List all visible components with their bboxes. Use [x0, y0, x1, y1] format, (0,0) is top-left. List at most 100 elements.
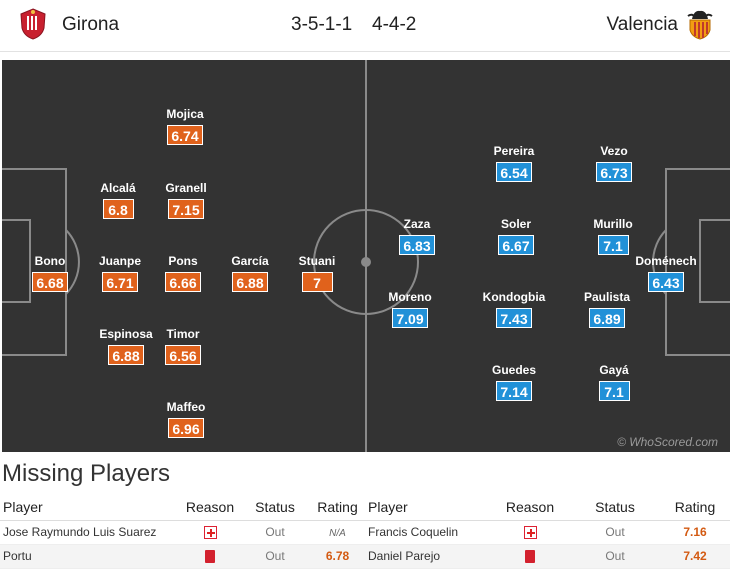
reason-cell	[180, 520, 240, 545]
missing-players-table: Player Reason Status Rating Player Reaso…	[0, 494, 730, 569]
player-marker[interactable]: Alcalá 6.8	[82, 181, 154, 220]
reason-cell	[490, 520, 570, 545]
injury-icon	[523, 526, 537, 540]
girona-crest-icon[interactable]	[19, 8, 47, 40]
player-rating: 7.15	[168, 199, 204, 219]
player-rating: 7.09	[392, 308, 428, 328]
home-formation: 3-5-1-1	[291, 14, 353, 35]
table-row: Jose Raymundo Luis Suarez Out N/A Franci…	[0, 520, 730, 545]
player-name: Pereira	[493, 144, 535, 158]
missing-players-title: Missing Players	[2, 460, 171, 487]
rating-value: 6.78	[325, 549, 350, 563]
player-marker[interactable]: Juanpe 6.71	[84, 254, 156, 293]
match-header: Girona 3-5-1-1 4-4-2 Valencia	[0, 0, 730, 52]
player-marker[interactable]: Granell 7.15	[150, 181, 222, 220]
player-name: Juanpe	[98, 254, 141, 268]
player-marker[interactable]: Mojica 6.74	[149, 107, 221, 146]
player-rating: 7.1	[598, 381, 630, 401]
player-name: Kondogbia	[482, 290, 546, 304]
player-rating: 6.71	[102, 272, 138, 292]
player-marker[interactable]: Paulista 6.89	[571, 290, 643, 329]
player-marker[interactable]: Vezo 6.73	[578, 144, 650, 183]
injury-icon	[203, 526, 217, 540]
player-marker[interactable]: Maffeo 6.96	[150, 400, 222, 439]
home-team-name[interactable]: Girona	[62, 14, 120, 35]
player-marker[interactable]: Timor 6.56	[147, 327, 219, 366]
player-name: Bono	[34, 254, 66, 268]
table-header-row: Player Reason Status Rating Player Reaso…	[0, 494, 730, 521]
player-name: Timor	[166, 327, 200, 341]
column-header: Player	[365, 494, 490, 521]
player-rating: 6.88	[232, 272, 268, 292]
player-marker[interactable]: Bono 6.68	[14, 254, 86, 293]
player-name: Vezo	[600, 144, 628, 158]
player-rating: 6.96	[168, 418, 204, 438]
player-marker[interactable]: Moreno 7.09	[374, 290, 446, 329]
player-marker[interactable]: Murillo 7.1	[577, 217, 649, 256]
player-marker[interactable]: Pereira 6.54	[478, 144, 550, 183]
player-name: Doménech	[635, 254, 697, 268]
player-marker[interactable]: Guedes 7.14	[478, 363, 550, 402]
red-card-icon	[205, 550, 215, 564]
player-rating: 6.56	[165, 345, 201, 365]
table-row: Portu Out 6.78 Daniel Parejo Out 7.42	[0, 544, 730, 569]
player-rating: 7.14	[496, 381, 532, 401]
reason-cell	[180, 544, 240, 569]
player-marker[interactable]: Doménech 6.43	[630, 254, 702, 293]
player-rating: 6.83	[399, 235, 435, 255]
missing-player-name[interactable]: Francis Coquelin	[365, 520, 490, 545]
player-rating: 6.74	[167, 125, 203, 145]
player-rating: 6.8	[102, 199, 134, 219]
away-team-name[interactable]: Valencia	[606, 14, 678, 35]
rating-cell: 6.78	[310, 544, 365, 569]
player-name: Moreno	[388, 290, 432, 304]
player-rating: 6.54	[496, 162, 532, 182]
player-name: Zaza	[403, 217, 431, 231]
player-rating: 6.89	[589, 308, 625, 328]
player-marker[interactable]: Zaza 6.83	[381, 217, 453, 256]
player-name: García	[231, 254, 269, 268]
player-name: Pons	[168, 254, 198, 268]
player-name: Paulista	[583, 290, 631, 304]
player-rating: 6.68	[32, 272, 68, 292]
missing-player-name[interactable]: Portu	[0, 544, 180, 569]
player-marker[interactable]: Espinosa 6.88	[90, 327, 162, 366]
player-name: Stuani	[298, 254, 336, 268]
player-marker[interactable]: Stuani 7	[281, 254, 353, 293]
player-rating: 7.43	[496, 308, 532, 328]
player-rating: 6.66	[165, 272, 201, 292]
status-cell: Out	[240, 544, 310, 569]
rating-cell: 7.42	[660, 544, 730, 569]
column-header: Reason	[180, 494, 240, 521]
column-header: Rating	[660, 494, 730, 521]
status-cell: Out	[240, 520, 310, 545]
player-marker[interactable]: García 6.88	[214, 254, 286, 293]
missing-player-name[interactable]: Jose Raymundo Luis Suarez	[0, 520, 180, 545]
player-name: Murillo	[593, 217, 633, 231]
valencia-crest-icon[interactable]	[686, 8, 714, 40]
column-header: Status	[240, 494, 310, 521]
whoscored-watermark: © WhoScored.com	[617, 435, 718, 449]
rating-value: 7.16	[683, 525, 707, 539]
player-name: Soler	[500, 217, 531, 231]
rating-cell: N/A	[310, 520, 365, 545]
status-cell: Out	[570, 520, 660, 545]
player-name: Mojica	[166, 107, 204, 121]
column-header: Rating	[310, 494, 365, 521]
player-name: Espinosa	[99, 327, 153, 341]
player-marker[interactable]: Pons 6.66	[147, 254, 219, 293]
red-card-icon	[525, 550, 535, 564]
player-rating: 6.43	[648, 272, 684, 292]
player-marker[interactable]: Kondogbia 7.43	[478, 290, 550, 329]
player-rating: 7.1	[597, 235, 629, 255]
player-marker[interactable]: Soler 6.67	[480, 217, 552, 256]
column-header: Status	[570, 494, 660, 521]
missing-player-name[interactable]: Daniel Parejo	[365, 544, 490, 569]
status-cell: Out	[570, 544, 660, 569]
player-name: Maffeo	[166, 400, 206, 414]
player-marker[interactable]: Gayá 7.1	[578, 363, 650, 402]
player-rating: 6.88	[108, 345, 144, 365]
column-header: Reason	[490, 494, 570, 521]
away-formation: 4-4-2	[372, 14, 417, 35]
player-name: Gayá	[599, 363, 629, 377]
